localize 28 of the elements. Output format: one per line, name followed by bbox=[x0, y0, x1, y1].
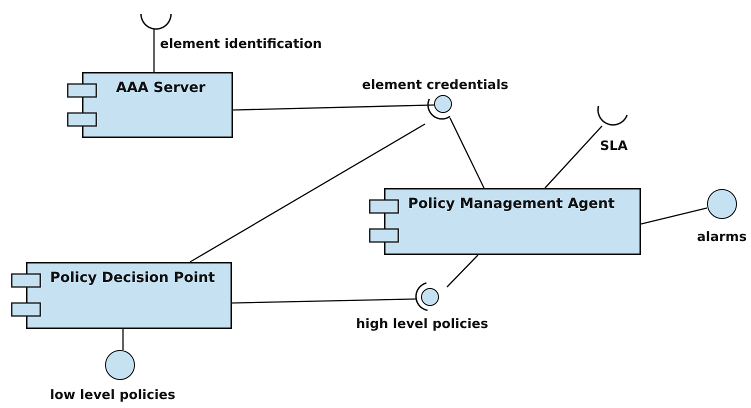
socket-arc bbox=[427, 98, 452, 120]
socket-arc bbox=[597, 105, 628, 126]
interface-label: low level policies bbox=[50, 388, 176, 403]
interface-label: element credentials bbox=[362, 78, 508, 93]
component-name: Policy Management Agent bbox=[408, 196, 615, 212]
connector-line bbox=[153, 29, 155, 72]
component-name: AAA Server bbox=[116, 80, 206, 96]
interface-circle bbox=[421, 288, 439, 306]
connector-line bbox=[446, 254, 478, 288]
component-box bbox=[67, 72, 233, 138]
connector-line bbox=[640, 207, 708, 225]
interface-label: SLA bbox=[600, 139, 628, 154]
connector-line bbox=[449, 118, 485, 188]
interface-label: high level policies bbox=[356, 317, 488, 332]
connector-line bbox=[122, 329, 124, 350]
socket-arc bbox=[140, 13, 172, 30]
socket-arc bbox=[415, 282, 429, 312]
component-box bbox=[11, 262, 232, 329]
connector-line bbox=[232, 104, 434, 111]
connector-line bbox=[544, 126, 602, 188]
interface-circle bbox=[105, 350, 135, 380]
connector-line bbox=[190, 123, 426, 263]
interface-label: alarms bbox=[697, 230, 747, 245]
component-name: Policy Decision Point bbox=[50, 270, 215, 286]
interface-label: element identification bbox=[160, 37, 322, 52]
component-box bbox=[369, 188, 641, 255]
interface-circle bbox=[434, 95, 452, 113]
interface-circle bbox=[707, 189, 737, 219]
